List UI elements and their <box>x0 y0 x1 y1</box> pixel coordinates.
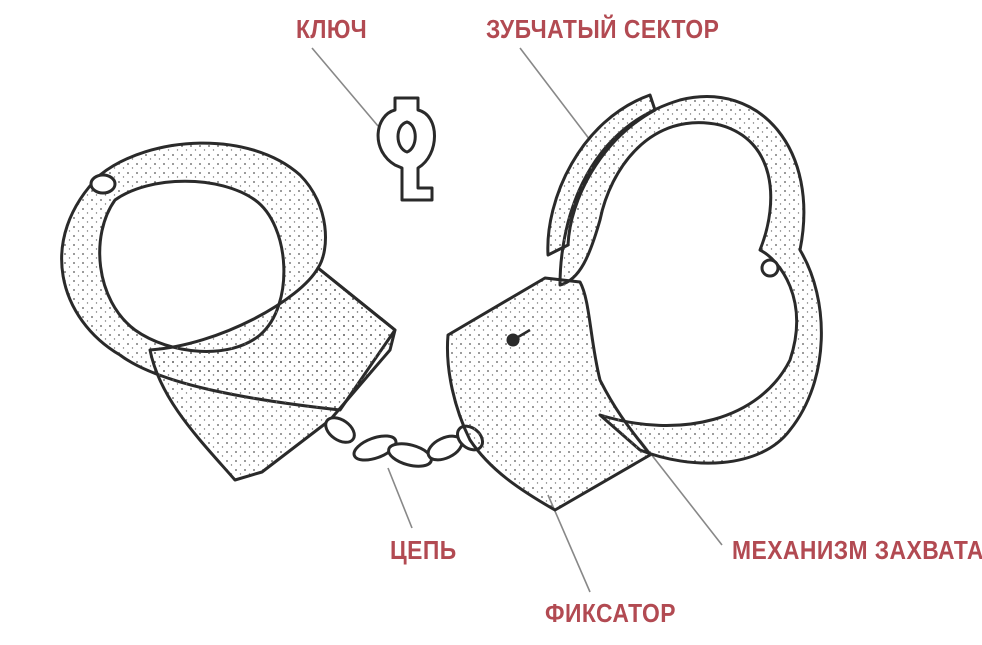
leader-sector <box>519 47 591 141</box>
right-cuff-body <box>445 276 652 512</box>
keyhole-slot <box>512 328 531 342</box>
label-lock: ФИКСАТОР <box>545 598 676 628</box>
label-toothed-sector: ЗУБЧАТЫЙ СЕКТОР <box>486 14 720 44</box>
key-bow <box>376 96 436 202</box>
label-key: КЛЮЧ <box>296 14 368 44</box>
leader-key <box>311 47 379 127</box>
left-cuff-plate <box>148 266 397 482</box>
toothed-sector <box>546 93 657 257</box>
chain-link-3 <box>387 442 433 468</box>
left-cuff <box>60 141 397 482</box>
label-latch-mechanism: МЕХАНИЗМ ЗАХВАТА <box>732 535 982 565</box>
left-cuff-rivet <box>89 173 117 195</box>
key-icon <box>376 96 436 202</box>
leader-lines <box>311 47 723 593</box>
chain <box>324 416 485 468</box>
chain-link-1 <box>324 416 356 444</box>
chain-link-2 <box>352 434 398 462</box>
label-chain: ЦЕПЬ <box>390 535 457 565</box>
right-cuff-rivet <box>760 258 780 278</box>
leader-chain <box>387 467 413 529</box>
right-cuff <box>445 93 823 512</box>
leader-latch <box>639 439 723 546</box>
